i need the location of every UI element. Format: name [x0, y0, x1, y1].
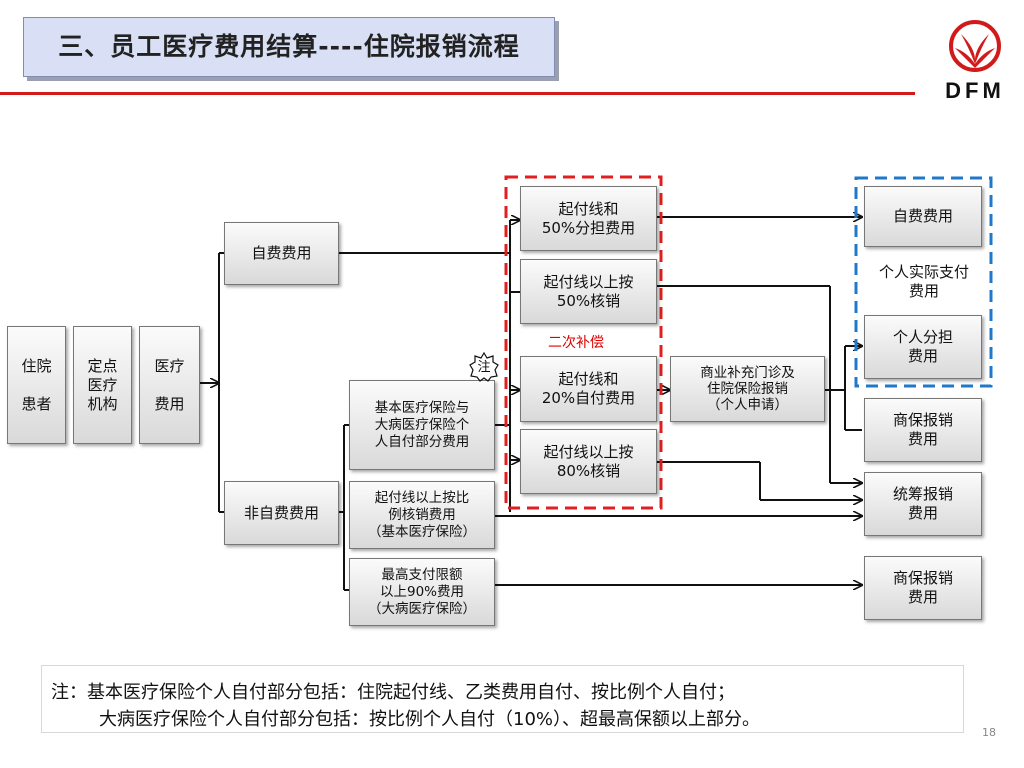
pooled-reimb-box: 统筹报销 费用 — [864, 472, 982, 536]
footnote-line-2: 大病医疗保险个人自付部分包括：按比例个人自付（10%）、超最高保额以上部分。 — [99, 709, 761, 730]
red-dashed-group — [504, 175, 663, 510]
basic-self-part-box: 基本医疗保险与 大病医疗保险个 人自付部分费用 — [349, 380, 495, 470]
patient-box: 住院 患者 — [7, 326, 66, 444]
self-pay-result-box: 自费费用 — [864, 186, 982, 247]
footnote-box: 注：基本医疗保险个人自付部分包括：住院起付线、乙类费用自付、按比例个人自付； 大… — [41, 665, 964, 733]
page-number: 18 — [982, 726, 996, 739]
note-marker-label: 注 — [477, 360, 491, 375]
threshold-20-selfpay-box: 起付线和 20%自付费用 — [520, 356, 657, 422]
non-self-pay-box: 非自费费用 — [224, 481, 339, 545]
commercial-supplement-box: 商业补充门诊及 住院保险报销 （个人申请） — [670, 356, 825, 422]
commercial-reimb-box-2: 商保报销 费用 — [864, 556, 982, 620]
footnote-line-1: 注：基本医疗保险个人自付部分包括：住院起付线、乙类费用自付、按比例个人自付； — [51, 682, 735, 703]
title-banner: 三、员工医疗费用结算----住院报销流程 — [23, 17, 555, 77]
personal-share-box: 个人分担 费用 — [864, 315, 982, 379]
above-threshold-50-box: 起付线以上按 50%核销 — [520, 259, 657, 324]
personal-actual-payment-label: 个人实际支付 费用 — [878, 263, 969, 300]
dfm-logo: DFM — [945, 20, 1005, 103]
above-90-box: 最高支付限额 以上90%费用 （大病医疗保险） — [349, 558, 495, 626]
commercial-reimb-box-1: 商保报销 费用 — [864, 398, 982, 462]
above-threshold-80-box: 起付线以上按 80%核销 — [520, 429, 657, 494]
page-title: 三、员工医疗费用结算----住院报销流程 — [58, 32, 520, 61]
note-marker-icon — [469, 352, 499, 382]
medical-cost-box: 医疗 费用 — [139, 326, 200, 444]
institution-box: 定点 医疗 机构 — [73, 326, 132, 444]
blue-dashed-group — [854, 176, 993, 388]
threshold-50-share-box: 起付线和 50%分担费用 — [520, 186, 657, 251]
above-line-basic-box: 起付线以上按比 例核销费用 （基本医疗保险） — [349, 481, 495, 549]
dfm-logo-text: DFM — [945, 78, 1005, 103]
dfm-logo-emblem-icon — [949, 20, 1001, 72]
title-underline — [0, 92, 915, 95]
secondary-compensation-label: 二次补偿 — [548, 335, 604, 351]
self-pay-box: 自费费用 — [224, 222, 339, 285]
